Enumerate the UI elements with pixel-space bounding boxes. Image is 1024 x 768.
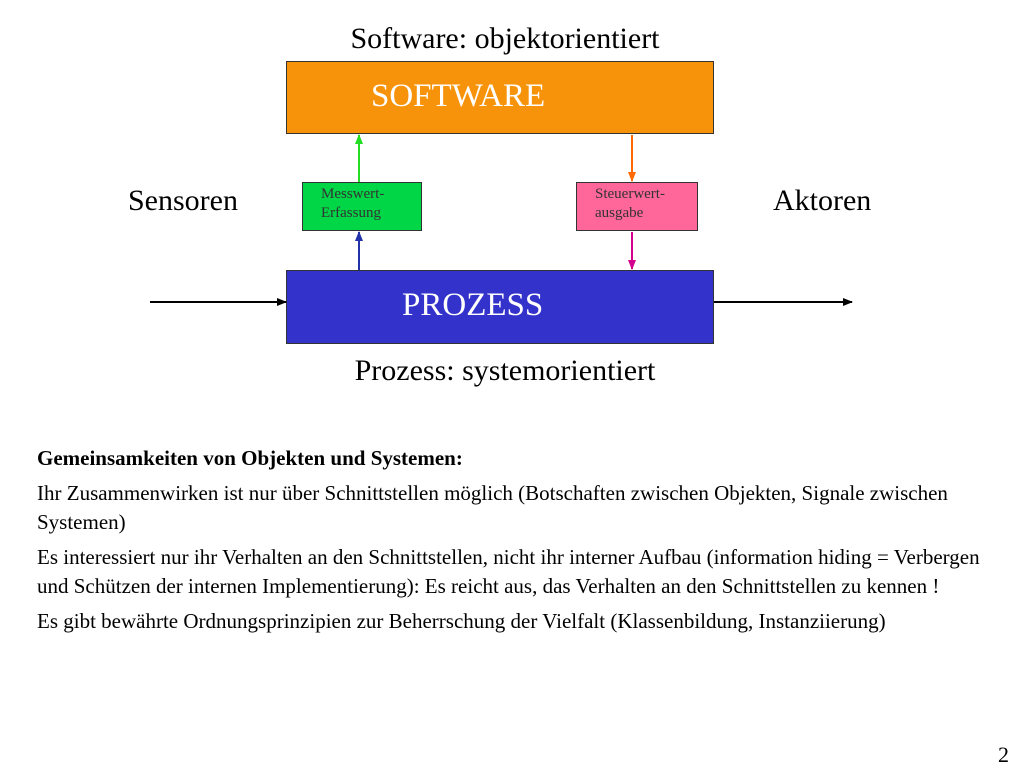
title-prozess: Prozess: systemorientiert [354,354,656,387]
messwert-line2: Erfassung [321,205,381,221]
steuerwert-line1: Steuerwert- [595,186,665,202]
prozess-label: PROZESS [402,287,544,323]
messwert-line1: Messwert- [321,186,385,202]
title-software: Software: objektorientiert [350,22,660,55]
messwert-erfassung-box: Messwert- Erfassung [302,182,422,231]
steuerwert-line2: ausgabe [595,205,644,221]
diagram-arrows [150,134,853,306]
commonalities-text: Gemeinsamkeiten von Objekten und Systeme… [37,444,1007,642]
software-box: SOFTWARE [286,61,714,134]
paragraph-interfaces: Ihr Zusammenwirken ist nur über Schnitts… [37,481,948,534]
steuerwert-ausgabe-box: Steuerwert- ausgabe [576,182,698,231]
software-label: SOFTWARE [371,78,546,114]
sensoren-label: Sensoren [128,184,238,217]
commonalities-heading: Gemeinsamkeiten von Objekten und Systeme… [37,446,463,470]
paragraph-information-hiding: Es interessiert nur ihr Verhalten an den… [37,545,980,598]
page-number: 2 [998,742,1009,767]
aktoren-label: Aktoren [773,184,872,217]
paragraph-ordering-principles: Es gibt bewährte Ordnungsprinzipien zur … [37,609,886,633]
prozess-box: PROZESS [286,270,714,344]
